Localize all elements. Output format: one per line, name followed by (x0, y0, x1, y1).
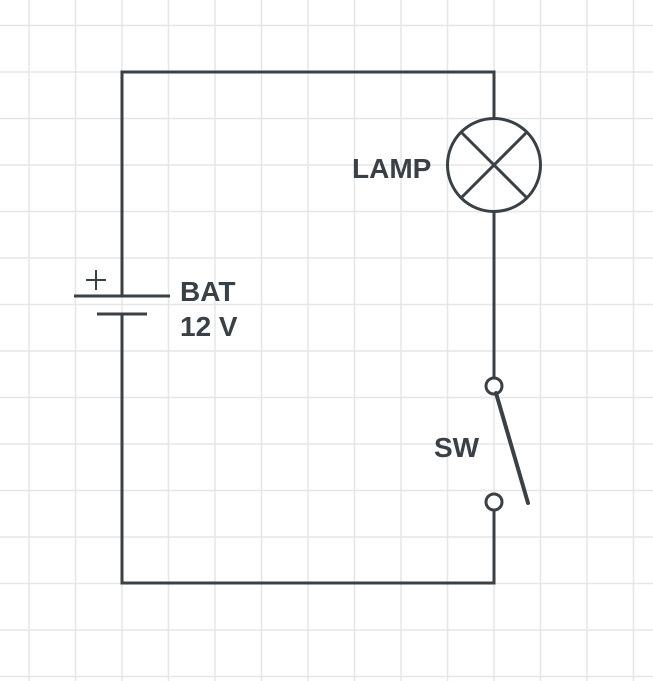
lamp-cross-2 (459, 130, 529, 200)
switch-lever (494, 391, 530, 505)
switch-label: SW (434, 432, 480, 463)
circuit (74, 70, 542, 585)
switch-symbol[interactable] (484, 376, 530, 512)
lamp-label: LAMP (352, 153, 431, 184)
lamp-symbol[interactable] (446, 117, 542, 213)
battery-value-label: 12 V (180, 311, 238, 342)
lamp-circle (446, 117, 542, 213)
wire-left-lower (120, 314, 496, 585)
switch-top-terminal (484, 376, 504, 396)
battery-name-label: BAT (180, 276, 235, 307)
battery-symbol[interactable] (74, 270, 170, 316)
wire-top (120, 70, 496, 296)
switch-bottom-terminal (484, 492, 504, 512)
plus-icon (86, 270, 106, 290)
